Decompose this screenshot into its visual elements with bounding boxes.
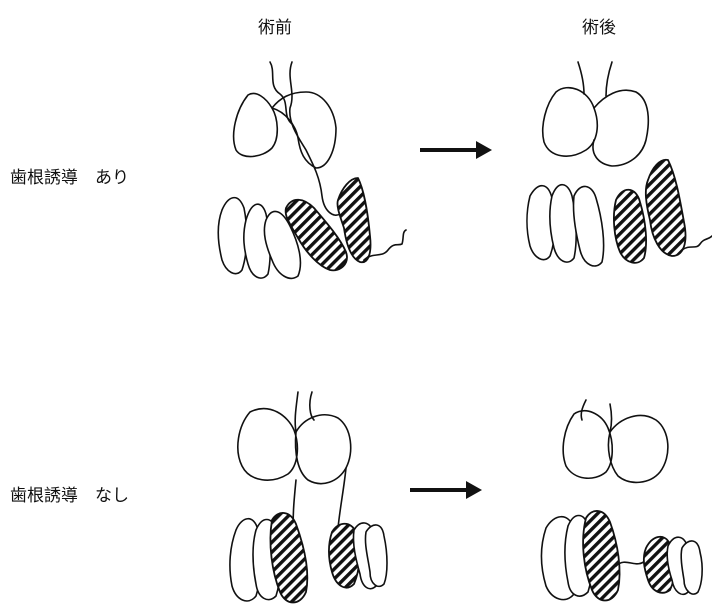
arrow-row-yes (420, 141, 492, 159)
panel-yes-after (527, 62, 712, 266)
incisor-hatched (646, 160, 686, 256)
incisor-outline (573, 186, 603, 266)
incisor-outline (681, 541, 702, 594)
panel-no-after (542, 400, 703, 601)
incisor-hatched (614, 190, 646, 263)
upper-crown-outline (593, 90, 648, 166)
panel-no-before (230, 392, 387, 603)
root-outline (606, 62, 612, 96)
root-outline (295, 392, 298, 432)
incisor-outline (218, 198, 247, 274)
upper-crown-outline (272, 92, 336, 168)
gingiva-line (682, 236, 712, 250)
upper-crown-outline (563, 411, 612, 478)
upper-crown-outline (234, 93, 278, 156)
root-outline (610, 404, 612, 432)
upper-crown-outline (238, 409, 298, 480)
root-outline (581, 400, 586, 420)
gingiva-line (616, 560, 646, 566)
root-outline (270, 62, 292, 124)
panel-yes-before (218, 62, 406, 278)
root-outline (578, 62, 584, 94)
arrow-row-no (410, 481, 482, 499)
incisor-outline (550, 185, 576, 262)
upper-crown-outline (543, 88, 598, 156)
root-outline (310, 392, 314, 420)
upper-crown-outline (608, 416, 667, 483)
upper-crown-outline (296, 415, 351, 484)
